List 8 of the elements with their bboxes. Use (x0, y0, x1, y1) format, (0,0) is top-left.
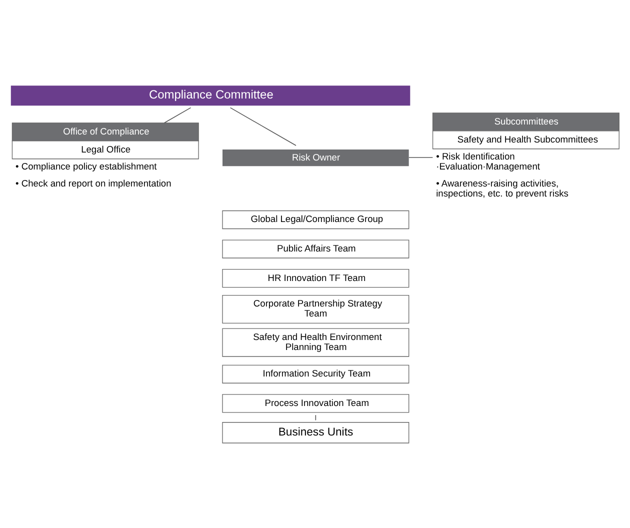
connector (230, 107, 296, 146)
connector (408, 157, 434, 158)
node-label: • Risk Identification ·Evaluation·Management (436, 152, 540, 172)
node-box: Risk Owner (222, 150, 409, 166)
node-label: • Check and report on implementation (16, 178, 172, 188)
node-box: Compliance Committee (10, 86, 410, 106)
node-label: • Awareness-raising activities, inspections, etc. to prevent risks (436, 178, 568, 198)
node-label: • Compliance policy establishment (16, 162, 157, 172)
